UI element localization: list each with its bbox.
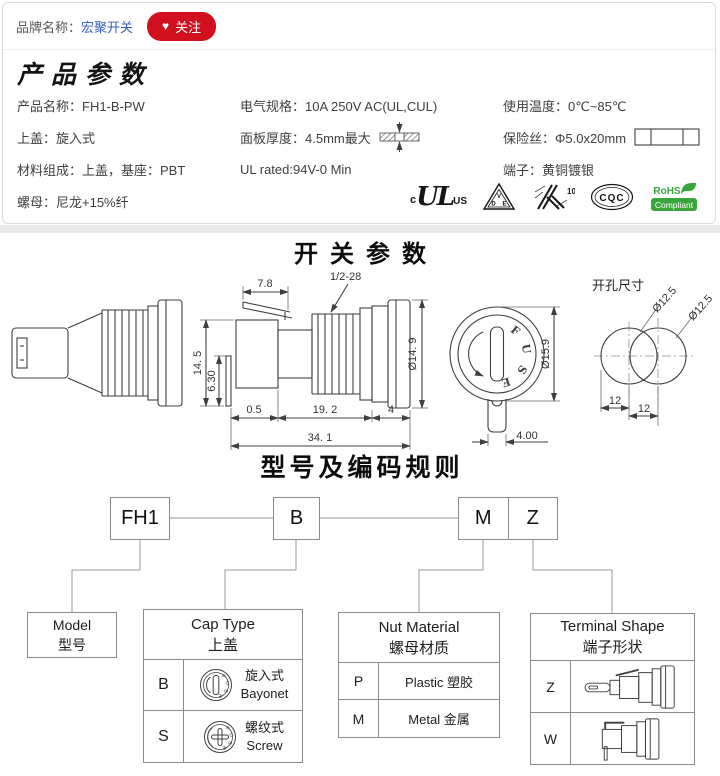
front-view-drawing: F U S E Ø15.9 4.00 bbox=[449, 306, 560, 446]
svg-text:34. 1: 34. 1 bbox=[308, 432, 332, 444]
params-column-1: 产品名称：FH1-B-PW 上盖：旋入式 材料组成：上盖，基座：PBT 螺母：尼… bbox=[17, 89, 185, 217]
table-row: Z bbox=[531, 661, 694, 713]
svg-text:E: E bbox=[502, 202, 506, 208]
svg-text:U: U bbox=[223, 681, 230, 686]
svg-text:S: S bbox=[514, 363, 529, 377]
table-row: M Metal 金属 bbox=[339, 700, 499, 737]
heart-icon: ♥ bbox=[162, 19, 170, 33]
svg-text:F: F bbox=[224, 725, 230, 732]
param-terminal: 端子：黄铜镀银 bbox=[503, 162, 595, 178]
svg-text:7.8: 7.8 bbox=[257, 278, 272, 290]
svg-text:E: E bbox=[500, 375, 512, 390]
coding-tree-connectors bbox=[71, 517, 613, 613]
cap-type-table: Cap Type 上盖 B F U S E bbox=[143, 609, 303, 763]
code-box-terminal: Z bbox=[507, 498, 558, 539]
cap-type-header: Cap Type 上盖 bbox=[144, 610, 302, 660]
svg-text:19. 2: 19. 2 bbox=[313, 404, 337, 416]
svg-text:6.30: 6.30 bbox=[206, 370, 218, 391]
model-table: Model 型号 bbox=[27, 612, 117, 658]
param-temperature: 使用温度：0℃~85℃ bbox=[503, 98, 627, 114]
svg-text:F: F bbox=[220, 673, 226, 680]
table-row: W bbox=[531, 713, 694, 765]
k10-cert-icon: 10 bbox=[534, 184, 575, 210]
svg-text:D: D bbox=[491, 202, 496, 208]
svg-text:1/2-28: 1/2-28 bbox=[330, 271, 361, 283]
switch-params-title: 开关参数 bbox=[294, 241, 438, 268]
terminal-w-drawing bbox=[601, 718, 659, 761]
code-box-model: FH1 bbox=[110, 497, 170, 540]
follow-button[interactable]: ♥ 关注 bbox=[147, 11, 217, 41]
param-fuse-size: 保险丝：Φ5.0x20mm bbox=[503, 121, 700, 153]
param-panel-thickness: 面板厚度：4.5mm最大 bbox=[240, 121, 437, 153]
terminal-shape-table: Terminal Shape 端子形状 Z bbox=[530, 613, 695, 765]
bayonet-cap-icon: F U S E bbox=[199, 669, 232, 701]
leaf-icon bbox=[681, 182, 696, 194]
brand-bar: 品牌名称： 宏聚开关 ♥ 关注 bbox=[3, 3, 715, 50]
svg-text:10: 10 bbox=[567, 187, 575, 196]
svg-text:F: F bbox=[508, 323, 522, 338]
svg-text:Ø12.5: Ø12.5 bbox=[686, 293, 715, 323]
fuse-size-icon bbox=[634, 128, 700, 146]
svg-text:V: V bbox=[497, 194, 501, 200]
dimensioned-side-drawing bbox=[225, 299, 411, 409]
svg-text:12: 12 bbox=[609, 395, 621, 407]
code-box-nut-terminal: M Z bbox=[458, 497, 558, 540]
svg-text:Ø15.9: Ø15.9 bbox=[540, 339, 552, 369]
product-params-card: 品牌名称： 宏聚开关 ♥ 关注 产品参数 产品名称：FH1-B-PW 上盖：旋入… bbox=[2, 2, 716, 224]
section-divider bbox=[0, 225, 720, 233]
svg-text:RoHS: RoHS bbox=[653, 186, 681, 197]
params-column-3: 使用温度：0℃~85℃ 保险丝：Φ5.0x20mm 端子：黄铜镀银 bbox=[503, 89, 700, 185]
table-row: S F U S E 螺纹式 Screw bbox=[144, 711, 302, 762]
svg-text:开孔尺寸: 开孔尺寸 bbox=[592, 278, 644, 293]
rohs-cert-icon: RoHS Compliant bbox=[651, 182, 697, 211]
param-electrical: 电气规格：10A 250V AC(UL,CUL) bbox=[240, 98, 438, 114]
side-drawing-dimensions: 7.8 1/2-28 Ø14. 9 14. 5 6.30 0.5 19. 2 bbox=[192, 271, 428, 450]
svg-text:14. 5: 14. 5 bbox=[192, 351, 204, 375]
screw-cap-icon: F U S E bbox=[203, 720, 236, 753]
svg-text:CQC: CQC bbox=[599, 193, 624, 204]
svg-text:Ø14. 9: Ø14. 9 bbox=[407, 337, 419, 370]
svg-text:E: E bbox=[221, 743, 227, 750]
svg-text:U: U bbox=[519, 343, 534, 355]
follow-button-label: 关注 bbox=[175, 19, 202, 35]
technical-drawings: 7.8 1/2-28 Ø14. 9 14. 5 6.30 0.5 19. 2 bbox=[11, 271, 715, 450]
svg-text:Ø12.5: Ø12.5 bbox=[650, 285, 679, 315]
svg-text:12: 12 bbox=[638, 403, 650, 415]
hole-dimensions-drawing: 开孔尺寸 Ø12.5 Ø12.5 12 12 bbox=[592, 278, 715, 426]
cqc-cert-icon: CQC bbox=[590, 183, 634, 211]
svg-text:Compliant: Compliant bbox=[655, 200, 694, 210]
svg-text:4.00: 4.00 bbox=[516, 430, 537, 442]
panel-thickness-icon bbox=[379, 122, 420, 152]
svg-text:S: S bbox=[226, 739, 233, 745]
table-row: P Plastic 塑胶 bbox=[339, 663, 499, 700]
code-box-cap: B bbox=[273, 497, 320, 540]
param-nut: 螺母：尼龙+15%纤 bbox=[17, 194, 129, 210]
param-ul-rated: UL rated:94V-0 Min bbox=[240, 161, 352, 177]
terminal-shape-header: Terminal Shape 端子形状 bbox=[531, 614, 694, 661]
svg-text:4: 4 bbox=[388, 404, 394, 416]
svg-text:E: E bbox=[216, 692, 222, 699]
svg-text:U: U bbox=[228, 732, 235, 737]
param-material: 材料组成：上盖，基座：PBT bbox=[17, 162, 186, 178]
coding-rules-title: 型号及编码规则 bbox=[260, 454, 464, 482]
code-box-nut: M bbox=[474, 507, 492, 529]
svg-text:0.5: 0.5 bbox=[246, 404, 261, 416]
param-cap: 上盖：旋入式 bbox=[17, 130, 96, 146]
side-view-drawing bbox=[11, 299, 183, 407]
param-product-name: 产品名称：FH1-B-PW bbox=[17, 98, 145, 114]
params-column-2: 电气规格：10A 250V AC(UL,CUL) 面板厚度：4.5mm最大 bbox=[240, 89, 437, 185]
brand-label: 品牌名称： bbox=[16, 19, 82, 35]
brand-link[interactable]: 宏聚开关 bbox=[81, 19, 134, 35]
table-row: B F U S E 旋入式 Bayonet bbox=[144, 660, 302, 711]
nut-material-header: Nut Material 螺母材质 bbox=[339, 613, 499, 663]
vde-cert-icon: V D E bbox=[482, 182, 516, 210]
terminal-z-drawing bbox=[584, 664, 675, 709]
product-params-title: 产品参数 bbox=[17, 60, 154, 89]
svg-text:S: S bbox=[221, 688, 228, 694]
nut-material-table: Nut Material 螺母材质 P Plastic 塑胶 M Metal 金… bbox=[338, 612, 500, 738]
